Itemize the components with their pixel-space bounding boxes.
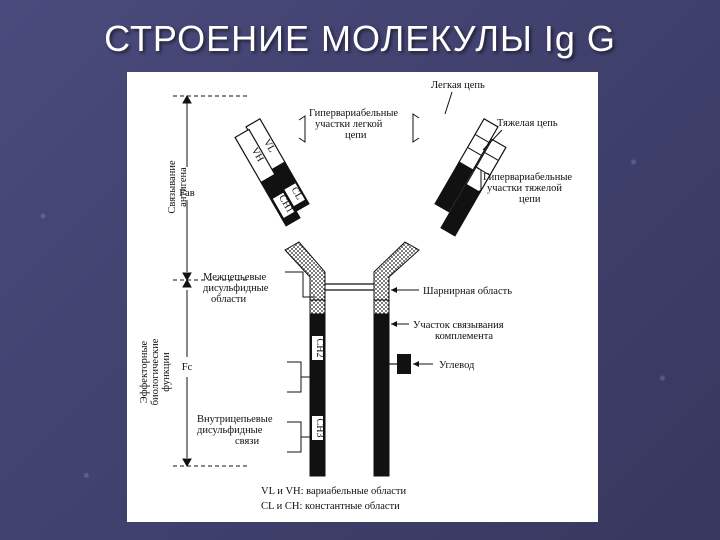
right-ch1-domain bbox=[440, 183, 481, 237]
intrachain-label-2: дисульфидные bbox=[197, 425, 263, 436]
interchain-label-1: Межцепьевые bbox=[203, 272, 266, 283]
effector-label-2: биологические bbox=[150, 338, 161, 405]
hinge-label: Шарнирная область bbox=[423, 286, 512, 297]
light-chain-label: Легкая цепь bbox=[431, 80, 485, 91]
legend-line-2: CL и CH: константные области bbox=[261, 501, 400, 512]
left-ch1-label-box bbox=[272, 192, 295, 218]
fc-label: Fc bbox=[182, 362, 193, 373]
interchain-label-2: дисульфидные bbox=[203, 283, 269, 294]
effector-label-1: Эффекторные bbox=[139, 340, 150, 403]
left-light-chain: VL CL bbox=[245, 118, 310, 213]
left-ch3-label-box bbox=[312, 416, 323, 440]
left-ch3-label: CH3 bbox=[314, 419, 325, 438]
hv-heavy-label-2: участки тяжелой bbox=[487, 183, 562, 194]
intrachain-label-1: Внутрицепьевые bbox=[197, 414, 273, 425]
hv-light-label-2: участки легкой bbox=[315, 119, 383, 130]
igg-structure-diagram: VL CL VH CH1 CH2 CH3 bbox=[139, 80, 572, 512]
left-cl-label-box bbox=[284, 183, 305, 207]
hv-heavy-label-1: Гипервариабельные bbox=[483, 172, 572, 183]
legend-line-1: VL и VH: вариабельные области bbox=[261, 486, 407, 497]
complement-label-2: комплемента bbox=[435, 331, 493, 342]
carbohydrate-label: Углевод bbox=[439, 360, 475, 371]
heavy-chain-label: Тяжелая цепь bbox=[497, 118, 558, 129]
left-stem-hinge bbox=[309, 299, 326, 315]
dimension-brackets bbox=[173, 94, 247, 468]
antigen-binding-label-2: антигена bbox=[178, 167, 189, 207]
intrachain-label-3: связи bbox=[235, 436, 259, 447]
hv-light-label-1: Гипервариабельные bbox=[309, 108, 398, 119]
effector-label-3: функции bbox=[161, 352, 172, 392]
hv-heavy-label-3: цепи bbox=[519, 194, 541, 205]
slide-title: СТРОЕНИЕ МОЛЕКУЛЫ Ig G bbox=[104, 18, 616, 59]
right-fc-chain bbox=[373, 313, 390, 477]
right-light-chain bbox=[434, 118, 499, 213]
left-hinge bbox=[284, 241, 326, 301]
left-ch2-label-box bbox=[312, 336, 323, 360]
right-cl-domain bbox=[434, 161, 474, 213]
interchain-label-3: области bbox=[211, 294, 246, 305]
left-heavy-chain-fab: VH CH1 bbox=[234, 128, 301, 227]
right-heavy-chain-fab bbox=[440, 138, 507, 237]
fab-label: Fав bbox=[179, 188, 195, 199]
antigen-binding-label-1: Связывание bbox=[167, 160, 178, 214]
carbohydrate-block bbox=[397, 354, 411, 374]
left-ch2-label: CH2 bbox=[314, 339, 325, 358]
hv-light-label-3: цепи bbox=[345, 130, 367, 141]
complement-label-1: Участок связывания bbox=[413, 320, 504, 331]
antibody-diagram-panel: VL CL VH CH1 CH2 CH3 bbox=[127, 72, 598, 522]
right-stem-hinge bbox=[373, 299, 390, 315]
